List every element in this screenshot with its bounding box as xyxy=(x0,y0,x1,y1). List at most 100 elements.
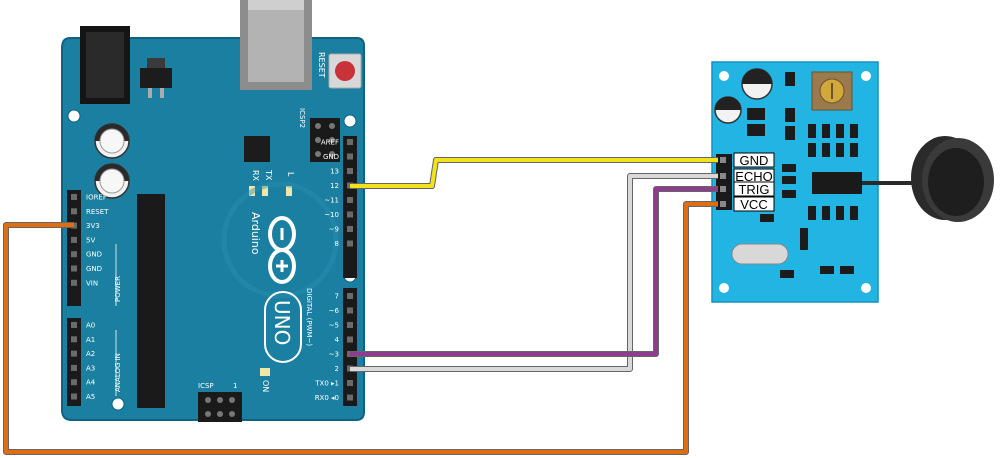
trig-wire xyxy=(350,187,718,356)
pin-label: VIN xyxy=(86,279,98,287)
icsp2-label: ICSP2 xyxy=(298,108,306,128)
header-pin xyxy=(347,380,353,386)
header-pin xyxy=(347,211,353,218)
sensor-header xyxy=(716,154,732,210)
capacitor xyxy=(714,96,742,124)
sensor-pin-label: VCC xyxy=(740,197,767,212)
wire-outline xyxy=(350,186,718,357)
header-pin xyxy=(71,208,77,215)
pin-label: 7 xyxy=(335,293,339,301)
analog-label: ANALOG IN xyxy=(114,353,122,392)
pin-label: IOREF xyxy=(86,194,107,202)
on-label: ON xyxy=(261,380,270,392)
header-pin xyxy=(71,236,77,243)
sensor-pin-label: GND xyxy=(740,153,769,168)
pin-label: 8 xyxy=(335,240,339,248)
header-pin xyxy=(71,379,77,386)
pin-label: 12 xyxy=(330,182,339,190)
header-pin xyxy=(71,251,77,258)
arduino-uno-board: RESET ICSP2 TX RX L xyxy=(61,0,365,422)
transducer-probe xyxy=(862,136,994,222)
icsp-pin1-label: 1 xyxy=(233,382,237,390)
pin-label: A3 xyxy=(86,364,95,372)
header-pin xyxy=(71,364,77,371)
header-pin xyxy=(347,139,353,145)
capacitor xyxy=(741,68,773,100)
pin-label: A0 xyxy=(86,322,95,330)
on-led xyxy=(260,368,270,376)
pin-label: 5V xyxy=(86,236,95,244)
header-pin xyxy=(71,393,77,400)
header-pin xyxy=(347,197,353,203)
tx-label: TX xyxy=(264,169,273,181)
header-pin xyxy=(347,394,353,401)
header-pin xyxy=(347,240,353,247)
pin-label: ~3 xyxy=(329,351,339,359)
header-pin xyxy=(71,336,77,343)
wire-outline xyxy=(350,173,718,372)
pin-label: AREF xyxy=(321,139,339,147)
capacitor xyxy=(94,123,130,159)
pin-label: 3V3 xyxy=(86,222,100,230)
header-pin xyxy=(71,350,77,357)
capacitor xyxy=(94,163,130,199)
pin-label: A1 xyxy=(86,336,95,344)
header-pin xyxy=(347,336,353,343)
header-pin xyxy=(347,293,353,299)
gnd-wire xyxy=(350,158,718,188)
pin-label: ~11 xyxy=(324,197,339,205)
smd-components xyxy=(747,72,858,278)
vcc-wire xyxy=(4,202,718,454)
sensor-pin-label-box xyxy=(733,196,775,212)
header-pin xyxy=(347,307,353,314)
sensor-ic xyxy=(812,172,862,194)
sensor-pin xyxy=(720,157,726,163)
l-led xyxy=(286,186,292,196)
pin-label: RESET xyxy=(86,208,109,216)
pin-label: ~6 xyxy=(329,307,340,315)
sensor-pin xyxy=(720,186,726,192)
pin-label: A5 xyxy=(86,393,95,401)
brand-label: Arduino xyxy=(249,212,262,255)
rx-led xyxy=(249,186,255,196)
header-pin xyxy=(71,322,77,328)
sensor-pin xyxy=(720,173,726,179)
icsp-label: ICSP xyxy=(198,382,214,390)
potentiometer[interactable] xyxy=(811,71,853,111)
header-pin xyxy=(71,279,77,286)
crystal xyxy=(731,243,789,265)
wires xyxy=(3,157,718,455)
pin-label: 13 xyxy=(330,168,339,176)
header-pin xyxy=(347,168,353,174)
header-pin xyxy=(347,322,353,328)
sensor-pin xyxy=(720,201,726,207)
arduino-logo xyxy=(268,216,296,284)
pin-label: GND xyxy=(86,251,102,259)
reset-label: RESET xyxy=(317,52,326,78)
echo-wire xyxy=(350,174,718,371)
reset-button[interactable] xyxy=(328,53,362,89)
l-label: L xyxy=(286,172,295,177)
sensor-pin-label-box xyxy=(733,152,775,168)
atmega-chip xyxy=(137,194,165,408)
voltage-regulator xyxy=(140,68,172,88)
pin-label: RX0 ◂0 xyxy=(315,394,339,402)
digital-label: DIGITAL (PWM~) xyxy=(305,288,313,346)
digital-header-bottom xyxy=(343,288,357,406)
svg-text:UNO: UNO xyxy=(270,300,294,345)
pin-label: ~5 xyxy=(329,322,339,330)
power-label: POWER xyxy=(114,276,122,302)
icsp-header xyxy=(198,392,242,422)
pin-label: TX0 ▸1 xyxy=(314,380,339,388)
header-pin xyxy=(347,226,353,232)
pin-label: A2 xyxy=(86,350,95,358)
pin-label: ~9 xyxy=(329,226,339,234)
usb-chip xyxy=(244,136,270,162)
pin-label: 2 xyxy=(335,365,339,373)
pin-label: 4 xyxy=(335,336,340,344)
pin-label: GND xyxy=(323,153,339,161)
digital-header-top xyxy=(343,136,357,278)
power-header xyxy=(67,190,81,306)
